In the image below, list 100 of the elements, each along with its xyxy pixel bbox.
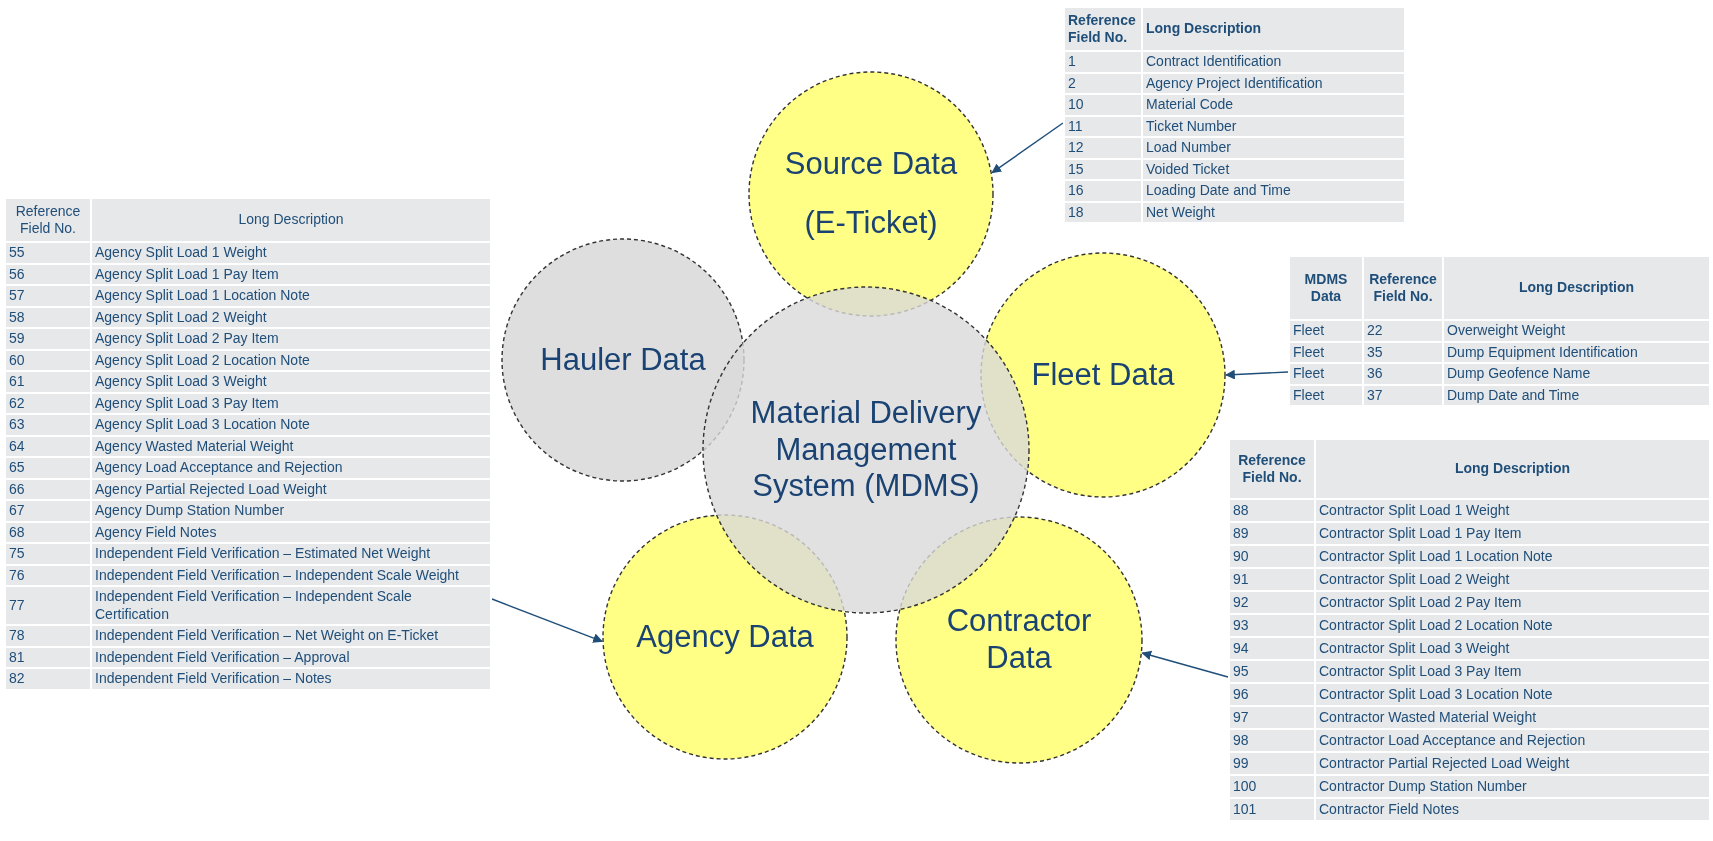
- field-description: Agency Split Load 1 Location Note: [92, 286, 490, 306]
- field-number: 94: [1230, 638, 1314, 659]
- field-description: Agency Partial Rejected Load Weight: [92, 479, 490, 499]
- field-number: 82: [6, 669, 90, 689]
- field-description: Net Weight: [1143, 202, 1404, 222]
- field-description: Agency Split Load 2 Pay Item: [92, 329, 490, 349]
- field-description: Dump Date and Time: [1444, 385, 1709, 405]
- field-number: 76: [6, 565, 90, 585]
- field-description: Contractor Split Load 2 Weight: [1316, 569, 1709, 590]
- field-description: Contractor Split Load 2 Pay Item: [1316, 592, 1709, 613]
- field-number: 100: [1230, 776, 1314, 797]
- field-number: 18: [1065, 202, 1141, 222]
- column-header: Long Description: [1444, 257, 1709, 319]
- field-number: 60: [6, 350, 90, 370]
- field-description: Agency Load Acceptance and Rejection: [92, 458, 490, 478]
- column-header: Reference Field No.: [6, 199, 90, 241]
- field-description: Dump Geofence Name: [1444, 364, 1709, 384]
- arrow: [991, 122, 1064, 174]
- field-description: Contractor Load Acceptance and Rejection: [1316, 730, 1709, 751]
- field-number: 95: [1230, 661, 1314, 682]
- field-description: Independent Field Verification – Estimated Net Weight: [92, 544, 490, 564]
- data-table: [4, 197, 492, 691]
- field-description: Material Code: [1143, 95, 1404, 115]
- column-header: Reference Field No.: [1230, 440, 1314, 498]
- field-description: Contractor Split Load 3 Pay Item: [1316, 661, 1709, 682]
- field-number: 64: [6, 436, 90, 456]
- field-description: Contractor Split Load 3 Weight: [1316, 638, 1709, 659]
- field-number: 15: [1065, 159, 1141, 179]
- field-number: 81: [6, 647, 90, 667]
- field-number: 91: [1230, 569, 1314, 590]
- field-description: Agency Split Load 2 Weight: [92, 307, 490, 327]
- field-number: 11: [1065, 116, 1141, 136]
- column-header: Reference Field No.: [1364, 257, 1442, 319]
- field-number: 2: [1065, 73, 1141, 93]
- field-number: 92: [1230, 592, 1314, 613]
- data-category: Fleet: [1290, 385, 1362, 405]
- field-number: 59: [6, 329, 90, 349]
- circle-label: Hauler Data: [540, 341, 706, 379]
- field-number: 99: [1230, 753, 1314, 774]
- column-header: MDMS Data: [1290, 257, 1362, 319]
- field-description: Independent Field Verification – Notes: [92, 669, 490, 689]
- data-table: [1228, 438, 1711, 822]
- field-number: 88: [1230, 500, 1314, 521]
- column-header: Long Description: [92, 199, 490, 241]
- data-category: Fleet: [1290, 342, 1362, 362]
- field-number: 16: [1065, 181, 1141, 201]
- field-number: 93: [1230, 615, 1314, 636]
- field-description: Agency Split Load 1 Weight: [92, 243, 490, 263]
- field-number: 22: [1364, 321, 1442, 341]
- field-number: 12: [1065, 138, 1141, 158]
- field-number: 55: [6, 243, 90, 263]
- circle-label: (E-Ticket): [804, 205, 938, 242]
- field-description: Contractor Split Load 1 Location Note: [1316, 546, 1709, 567]
- field-number: 90: [1230, 546, 1314, 567]
- field-description: Agency Split Load 3 Location Note: [92, 415, 490, 435]
- circle-label: Material Delivery Management System (MDMS): [749, 395, 983, 505]
- field-description: Overweight Weight: [1444, 321, 1709, 341]
- column-header: Long Description: [1143, 8, 1404, 50]
- arrow: [491, 598, 603, 643]
- field-number: 78: [6, 626, 90, 646]
- field-description: Ticket Number: [1143, 116, 1404, 136]
- field-description: Contract Identification: [1143, 52, 1404, 72]
- field-number: 37: [1364, 385, 1442, 405]
- field-number: 57: [6, 286, 90, 306]
- data-table: [1288, 255, 1711, 407]
- arrow: [1225, 369, 1289, 380]
- field-number: 61: [6, 372, 90, 392]
- circle-label: Agency Data: [636, 618, 814, 656]
- data-category: Fleet: [1290, 321, 1362, 341]
- circle-label: Contractor Data: [945, 603, 1093, 677]
- field-description: Independent Field Verification – Independent Scale Weight: [92, 565, 490, 585]
- field-description: Contractor Split Load 2 Location Note: [1316, 615, 1709, 636]
- field-description: Agency Wasted Material Weight: [92, 436, 490, 456]
- field-description: Contractor Field Notes: [1316, 799, 1709, 820]
- field-description: Contractor Split Load 3 Location Note: [1316, 684, 1709, 705]
- field-description: Independent Field Verification – Net Weight on E-Ticket: [92, 626, 490, 646]
- field-number: 35: [1364, 342, 1442, 362]
- field-number: 58: [6, 307, 90, 327]
- field-number: 66: [6, 479, 90, 499]
- field-description: Agency Dump Station Number: [92, 501, 490, 521]
- column-header: Reference Field No.: [1065, 8, 1141, 50]
- field-number: 75: [6, 544, 90, 564]
- data-category: Fleet: [1290, 364, 1362, 384]
- field-number: 56: [6, 264, 90, 284]
- field-description: Loading Date and Time: [1143, 181, 1404, 201]
- column-header: Long Description: [1316, 440, 1709, 498]
- field-description: Agency Field Notes: [92, 522, 490, 542]
- field-description: Independent Field Verification – Independent Scale Certification: [92, 587, 490, 624]
- field-number: 1: [1065, 52, 1141, 72]
- field-description: Agency Split Load 3 Pay Item: [92, 393, 490, 413]
- field-description: Contractor Split Load 1 Pay Item: [1316, 523, 1709, 544]
- field-number: 65: [6, 458, 90, 478]
- field-number: 62: [6, 393, 90, 413]
- field-description: Contractor Partial Rejected Load Weight: [1316, 753, 1709, 774]
- arrow: [1141, 650, 1229, 678]
- circle-label: Source Data: [784, 146, 958, 183]
- field-number: 97: [1230, 707, 1314, 728]
- field-description: Agency Split Load 1 Pay Item: [92, 264, 490, 284]
- field-description: Agency Split Load 3 Weight: [92, 372, 490, 392]
- field-number: 89: [1230, 523, 1314, 544]
